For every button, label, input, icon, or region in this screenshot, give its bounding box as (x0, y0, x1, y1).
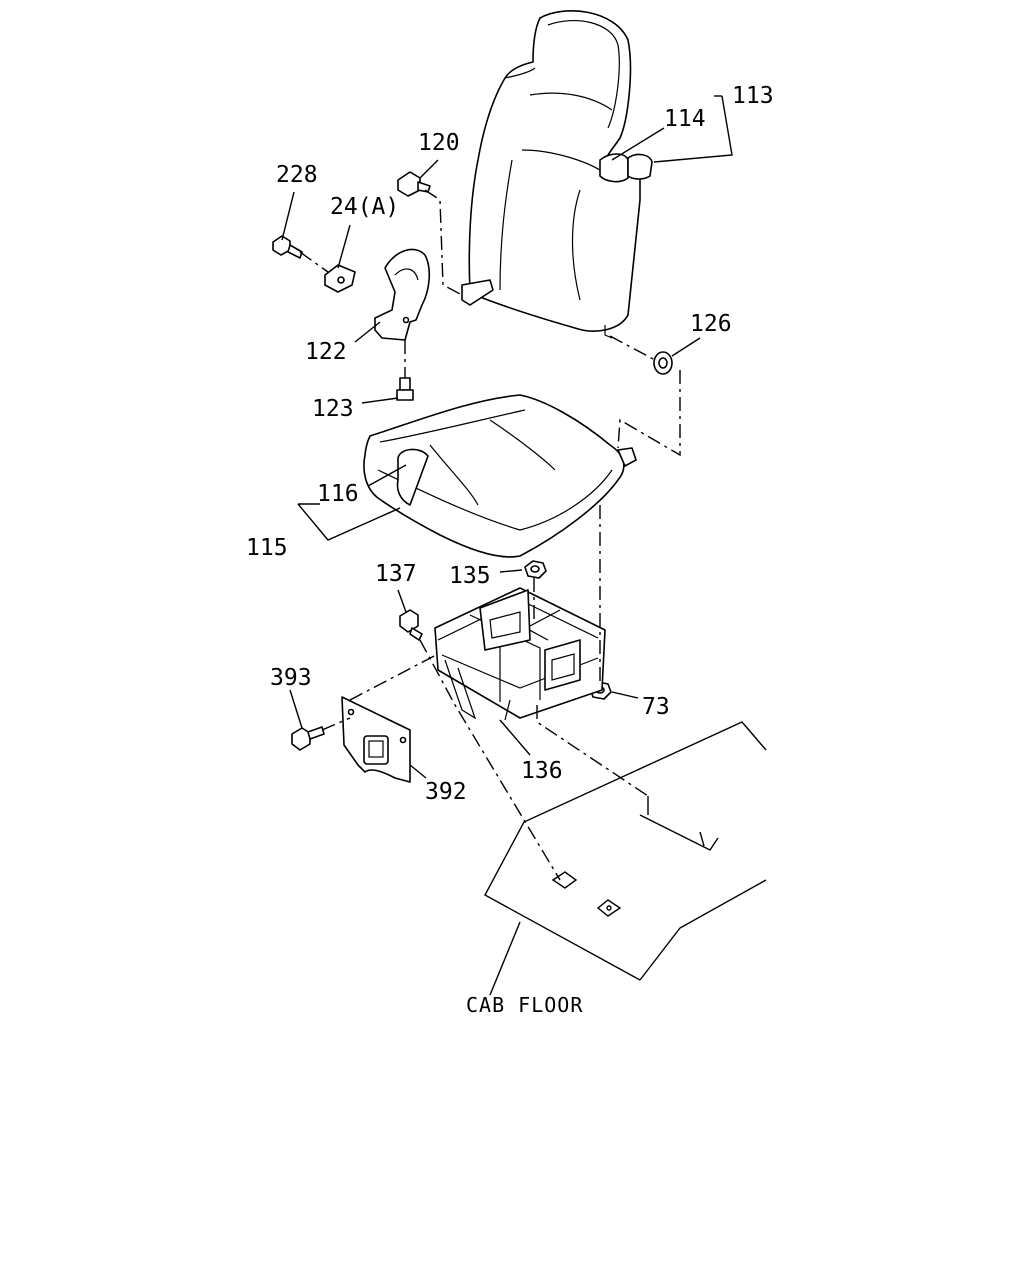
callout-123: 123 (312, 396, 354, 422)
callout-73: 73 (642, 694, 670, 720)
screw-228 (272, 235, 303, 259)
callout-116: 116 (317, 481, 359, 507)
seat-cushion (363, 394, 637, 558)
cab-floor (484, 721, 767, 981)
bolt-393 (291, 726, 325, 751)
seat-back (461, 10, 653, 339)
nut-135 (524, 560, 547, 579)
callout-114: 114 (664, 106, 706, 132)
callout-122: 122 (305, 339, 347, 365)
bolt-120 (397, 171, 431, 197)
plate-392 (341, 696, 411, 783)
callout-135: 135 (449, 563, 491, 589)
callout-126: 126 (690, 311, 732, 337)
bolt-137 (399, 609, 423, 641)
callout-393: 393 (270, 665, 312, 691)
callout-136: 136 (521, 758, 563, 784)
block-24a (324, 264, 356, 293)
callout-115: 115 (246, 535, 288, 561)
callout-labels: 113 114 120 228 24(A) 126 122 123 116 11… (246, 83, 774, 1017)
callout-392: 392 (425, 779, 467, 805)
screw-123 (396, 377, 414, 401)
callout-24a: 24(A) (330, 194, 399, 220)
assembly-lines (299, 189, 681, 881)
bushing-126 (653, 351, 673, 375)
callout-228: 228 (276, 162, 318, 188)
callout-137: 137 (375, 561, 417, 587)
callout-120: 120 (418, 130, 460, 156)
caption-cab-floor: CAB FLOOR (466, 993, 583, 1017)
seat-frame (434, 587, 606, 721)
leader-lines (281, 95, 733, 996)
bracket-122 (374, 248, 431, 341)
callout-113: 113 (732, 83, 774, 109)
